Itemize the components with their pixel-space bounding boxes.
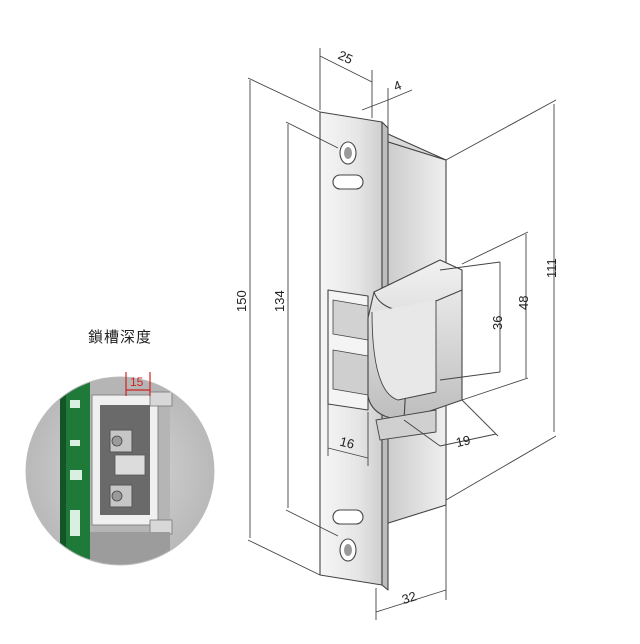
dimension-labels: 25 4 150 134 36 48 111 16 19 32 [234, 47, 559, 607]
strike-body [319, 111, 463, 591]
dim-width-top: 25 [336, 47, 355, 67]
dim-height-inner: 134 [272, 290, 287, 312]
dim-width-bottom: 32 [400, 588, 418, 607]
dim-body-height: 111 [544, 258, 559, 278]
bottom-slot [332, 509, 364, 525]
dim-opening-width: 16 [338, 434, 356, 452]
dim-keeper-height: 48 [516, 296, 531, 310]
dim-offset-top: 4 [391, 77, 403, 94]
dim-opening-depth: 36 [490, 316, 505, 330]
inset-dimension-label: 15 [130, 375, 144, 389]
dim-keeper-depth: 19 [454, 432, 471, 450]
inset-photo: 15 [25, 372, 215, 566]
inset-dimension-marker [125, 372, 151, 396]
callout-label: 鎖槽深度 [88, 328, 153, 346]
top-slot [332, 174, 364, 190]
dim-height-total: 150 [234, 290, 249, 312]
dimension-lines [247, 48, 557, 620]
